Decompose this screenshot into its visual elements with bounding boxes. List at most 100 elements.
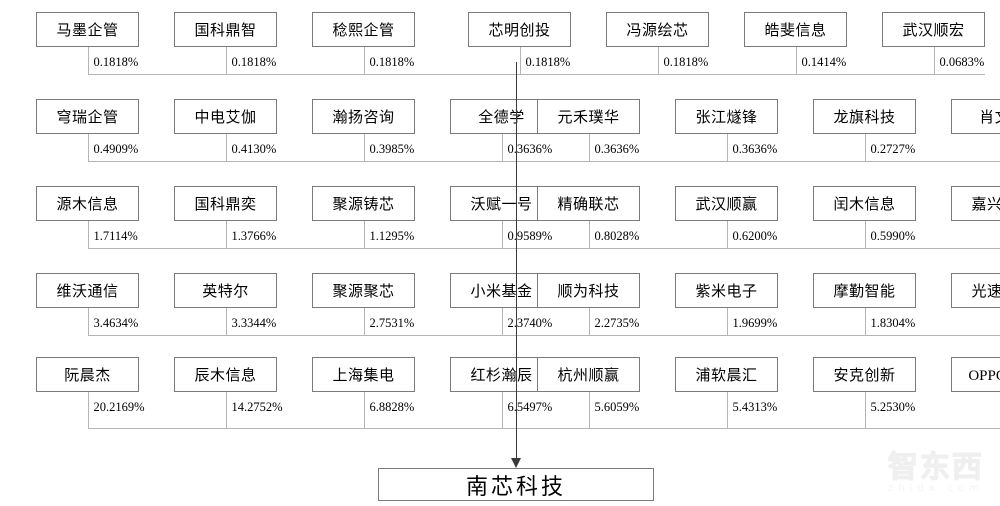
shareholder-box[interactable]: 元禾璞华 (537, 99, 640, 134)
shareholder-box[interactable]: 源木信息 (36, 186, 139, 221)
shareholder-box[interactable]: 闰木信息 (813, 186, 916, 221)
ownership-percentage: 3.4634% (93, 316, 139, 330)
main-trunk-line (515, 62, 518, 466)
connector-rail-line (225, 248, 364, 249)
shareholder-box[interactable]: 冯源绘芯 (606, 12, 709, 47)
connector-rail-line (657, 74, 796, 75)
connector-drop-line (225, 308, 227, 335)
shareholder-box[interactable]: 张江燧锋 (675, 99, 778, 134)
shareholder-box[interactable]: 维沃通信 (36, 273, 139, 308)
connector-rail-line (87, 248, 226, 249)
connector-drop-line (363, 308, 365, 335)
shareholder-box[interactable]: 上海集电 (312, 357, 415, 392)
connector-drop-line (501, 134, 503, 161)
shareholder-box[interactable]: 辰木信息 (174, 357, 277, 392)
connector-rail-line (515, 428, 589, 429)
shareholder-box[interactable]: 杭州顺赢 (537, 357, 640, 392)
ownership-percentage: 5.6059% (594, 400, 640, 414)
shareholder-name: 闰木信息 (833, 197, 896, 213)
shareholder-box[interactable]: 皓斐信息 (744, 12, 847, 47)
shareholder-box[interactable]: 武汉顺宏 (882, 12, 985, 47)
shareholder-name: 阮晨杰 (64, 368, 111, 384)
watermark: 智东西 zhidx.com (887, 449, 984, 494)
connector-rail-line (363, 428, 502, 429)
shareholder-box[interactable]: OPPO通信 (951, 357, 1000, 392)
shareholder-box[interactable]: 英特尔 (174, 273, 277, 308)
ownership-percentage: 0.1818% (663, 55, 709, 69)
watermark-main-text: 智东西 (887, 449, 984, 485)
shareholder-name: 红杉瀚辰 (470, 368, 533, 384)
shareholder-name: 维沃通信 (56, 284, 119, 300)
connector-drop-line (501, 221, 503, 248)
shareholder-name: 沃赋一号 (470, 197, 533, 213)
shareholder-name: 国科鼎奕 (194, 197, 257, 213)
connector-drop-line (87, 47, 89, 74)
shareholder-box[interactable]: 国科鼎奕 (174, 186, 277, 221)
ownership-percentage: 6.5497% (507, 400, 553, 414)
shareholder-box[interactable]: 穹瑞企管 (36, 99, 139, 134)
connector-drop-line (363, 134, 365, 161)
ownership-percentage: 0.1414% (801, 55, 847, 69)
shareholder-box[interactable]: 龙旗科技 (813, 99, 916, 134)
connector-rail-line (501, 428, 516, 429)
shareholder-box[interactable]: 武汉顺赢 (675, 186, 778, 221)
shareholder-name: 国科鼎智 (194, 23, 257, 39)
shareholder-box[interactable]: 顺为科技 (537, 273, 640, 308)
shareholder-box[interactable]: 光速优择 (951, 273, 1000, 308)
connector-drop-line (864, 221, 866, 248)
shareholder-box[interactable]: 瀚扬咨询 (312, 99, 415, 134)
connector-rail-line (933, 74, 985, 75)
root-company-box[interactable]: 南芯科技 (378, 468, 654, 501)
ownership-percentage: 0.4909% (93, 142, 139, 156)
shareholder-box[interactable]: 国科鼎智 (174, 12, 277, 47)
shareholder-name: 辰木信息 (194, 368, 257, 384)
connector-drop-line (588, 308, 590, 335)
shareholder-box[interactable]: 小米基金 (450, 273, 553, 308)
watermark-sub-text: zhidx.com (887, 483, 984, 494)
shareholder-box[interactable]: 浦软晨汇 (675, 357, 778, 392)
connector-rail-line (515, 74, 520, 75)
shareholder-box[interactable]: 安克创新 (813, 357, 916, 392)
connector-drop-line (864, 392, 866, 428)
connector-drop-line (657, 47, 659, 74)
shareholder-name: 武汉顺赢 (695, 197, 758, 213)
shareholder-box[interactable]: 嘉兴临宸 (951, 186, 1000, 221)
shareholder-box[interactable]: 稔熙企管 (312, 12, 415, 47)
shareholder-box[interactable]: 聚源铸芯 (312, 186, 415, 221)
ownership-percentage: 0.0683% (939, 55, 985, 69)
ownership-percentage: 2.7531% (369, 316, 415, 330)
shareholder-box[interactable]: 阮晨杰 (36, 357, 139, 392)
shareholder-name: OPPO通信 (968, 368, 1000, 384)
connector-rail-line (515, 248, 589, 249)
connector-rail-line (726, 428, 865, 429)
shareholder-box[interactable]: 中电艾伽 (174, 99, 277, 134)
shareholder-box[interactable]: 沃赋一号 (450, 186, 553, 221)
connector-drop-line (363, 47, 365, 74)
ownership-percentage: 0.1818% (369, 55, 415, 69)
shareholder-box[interactable]: 全德学 (450, 99, 553, 134)
connector-rail-line (588, 248, 727, 249)
shareholder-name: 马墨企管 (56, 23, 119, 39)
shareholder-name: 光速优择 (971, 284, 1000, 300)
shareholder-box[interactable]: 芯明创投 (468, 12, 571, 47)
ownership-percentage: 0.4130% (231, 142, 277, 156)
connector-rail-line (501, 335, 516, 336)
shareholder-box[interactable]: 肖文彬 (951, 99, 1000, 134)
shareholder-box[interactable]: 摩勤智能 (813, 273, 916, 308)
connector-rail-line (225, 428, 364, 429)
shareholder-box[interactable]: 马墨企管 (36, 12, 139, 47)
shareholder-name: 中电艾伽 (194, 110, 257, 126)
shareholder-name: 聚源聚芯 (332, 284, 395, 300)
connector-rail-line (588, 428, 727, 429)
ownership-percentage: 0.3985% (369, 142, 415, 156)
connector-rail-line (864, 335, 1000, 336)
connector-drop-line (726, 221, 728, 248)
ownership-percentage: 0.3636% (594, 142, 640, 156)
shareholder-box[interactable]: 精确联芯 (537, 186, 640, 221)
shareholder-box[interactable]: 紫米电子 (675, 273, 778, 308)
connector-rail-line (864, 428, 1000, 429)
shareholder-box[interactable]: 聚源聚芯 (312, 273, 415, 308)
connector-drop-line (87, 308, 89, 335)
shareholder-name: 芯明创投 (488, 23, 551, 39)
connector-drop-line (501, 308, 503, 335)
